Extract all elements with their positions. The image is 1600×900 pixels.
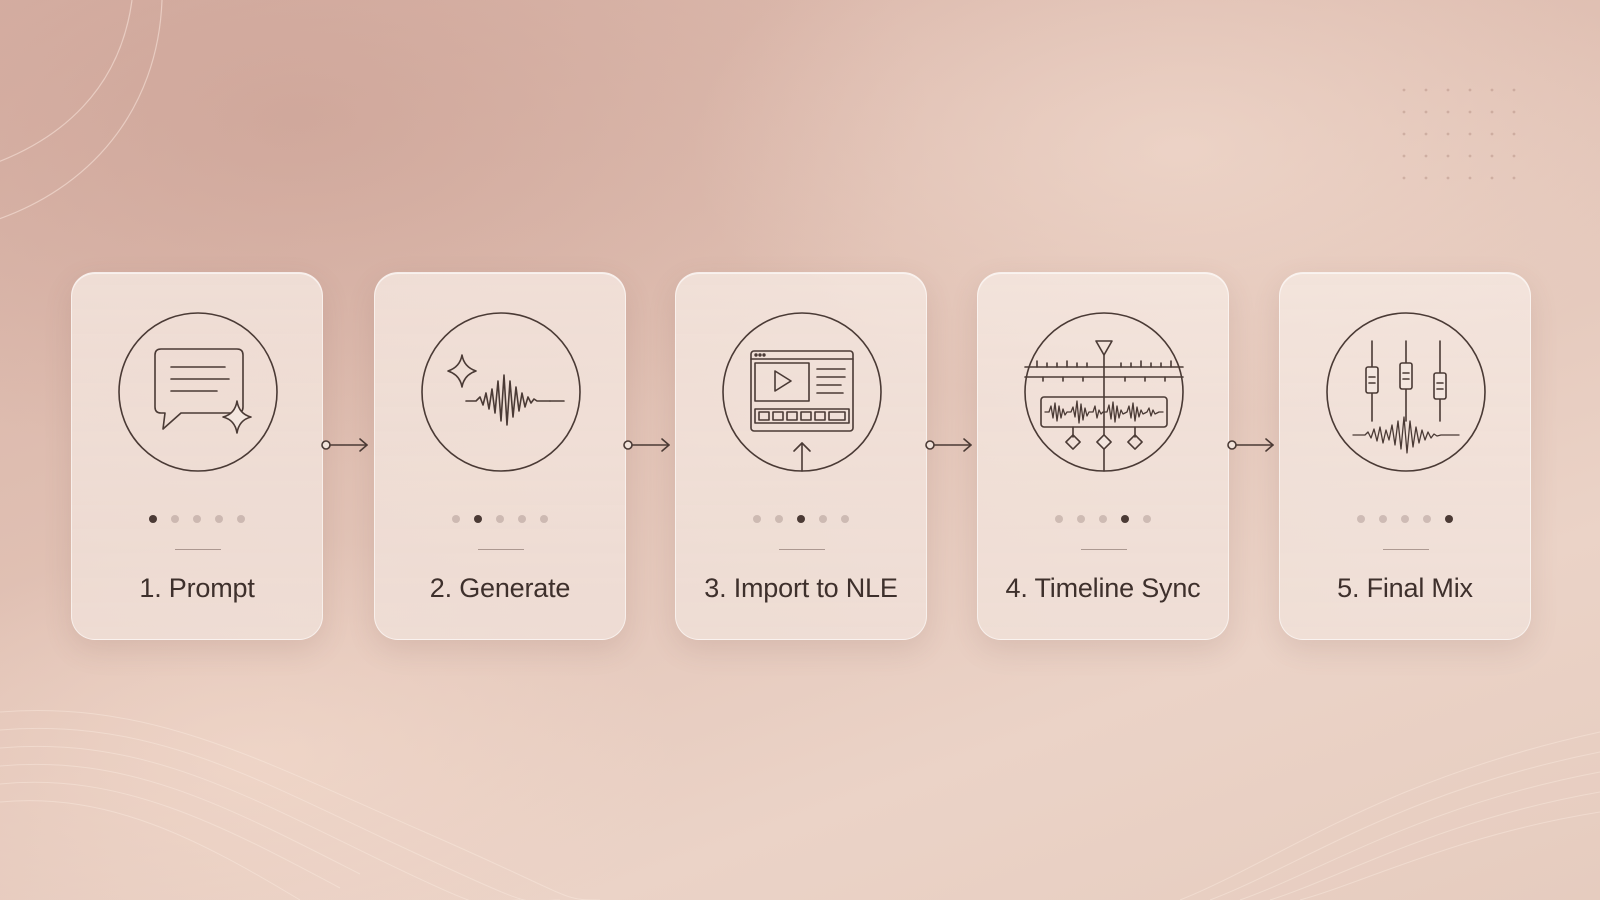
step-dot — [149, 515, 157, 523]
step-dot — [819, 515, 827, 523]
step-label: 5. Final Mix — [1337, 573, 1473, 603]
flow-arrow — [623, 433, 675, 457]
sparkle-waveform-icon — [420, 311, 582, 473]
step-indicator — [375, 515, 625, 523]
chat-sparkle-icon — [117, 311, 279, 473]
step-dot — [1121, 515, 1129, 523]
step-indicator — [978, 515, 1228, 523]
flow-arrow — [321, 433, 373, 457]
step-card-final-mix: 5. Final Mix — [1279, 272, 1531, 640]
step-dot — [496, 515, 504, 523]
step-dot — [753, 515, 761, 523]
step-dot — [1445, 515, 1453, 523]
step-dot — [1423, 515, 1431, 523]
divider — [779, 549, 825, 550]
step-indicator — [676, 515, 926, 523]
step-indicator — [1280, 515, 1530, 523]
step-card-timeline-sync: 4. Timeline Sync — [977, 272, 1229, 640]
step-dot — [1143, 515, 1151, 523]
step-card-import: 3. Import to NLE — [675, 272, 927, 640]
step-dot — [474, 515, 482, 523]
step-dot — [215, 515, 223, 523]
step-dot — [1401, 515, 1409, 523]
step-dot — [841, 515, 849, 523]
step-dot — [518, 515, 526, 523]
step-label: 2. Generate — [429, 573, 571, 603]
step-dot — [1099, 515, 1107, 523]
step-dot — [452, 515, 460, 523]
divider — [175, 549, 221, 550]
step-indicator — [72, 515, 322, 523]
step-dot — [775, 515, 783, 523]
divider — [1081, 549, 1127, 550]
step-card-generate: 2. Generate — [374, 272, 626, 640]
step-card-prompt: 1. Prompt — [71, 272, 323, 640]
step-dot — [1357, 515, 1365, 523]
flow-arrow — [1227, 433, 1279, 457]
step-label: 4. Timeline Sync — [1005, 573, 1201, 603]
step-label: 1. Prompt — [139, 573, 255, 603]
step-label: 3. Import to NLE — [704, 573, 898, 603]
divider — [478, 549, 524, 550]
divider — [1383, 549, 1429, 550]
step-dot — [540, 515, 548, 523]
step-dot — [237, 515, 245, 523]
timeline-sync-icon — [1023, 311, 1185, 473]
step-dot — [1379, 515, 1387, 523]
step-dot — [1055, 515, 1063, 523]
step-dot — [171, 515, 179, 523]
mixer-faders-icon — [1325, 311, 1487, 473]
step-dot — [1077, 515, 1085, 523]
flow-arrow — [925, 433, 977, 457]
step-dot — [797, 515, 805, 523]
video-editor-import-icon — [721, 311, 883, 473]
step-dot — [193, 515, 201, 523]
